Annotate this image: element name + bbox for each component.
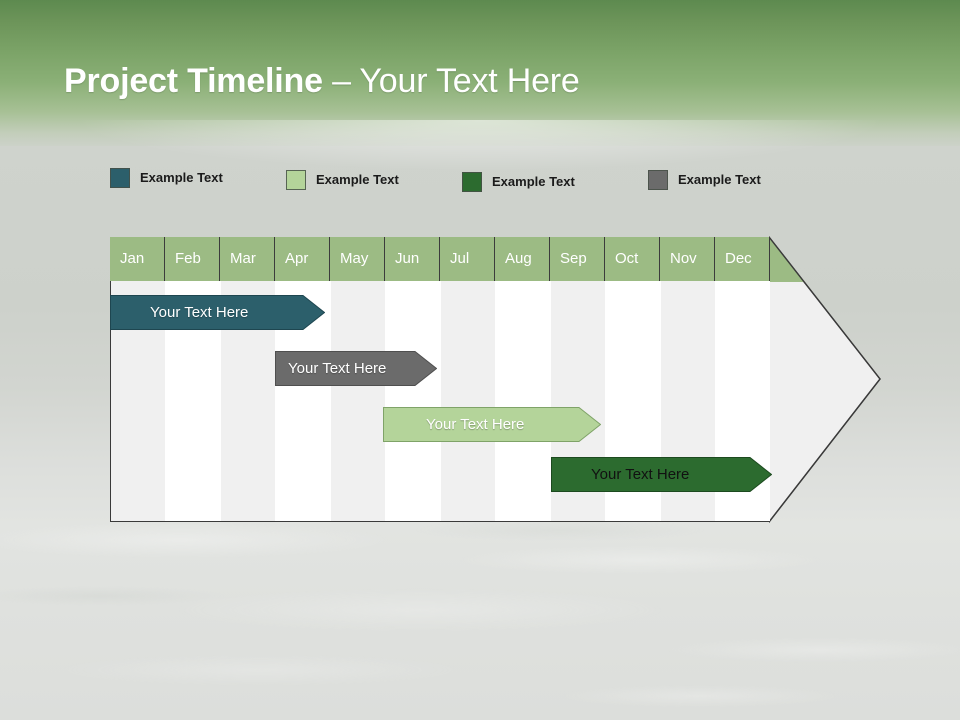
title-light: – Your Text Here [322, 62, 580, 100]
month-header-jun[interactable]: Jun [385, 237, 440, 281]
timeline-arrow-head [768, 234, 884, 525]
timeline-column-jul [441, 238, 496, 521]
month-header-jul[interactable]: Jul [440, 237, 495, 281]
month-header-jan[interactable]: Jan [110, 237, 165, 281]
bar-label: Your Text Here [288, 360, 387, 377]
timeline-bar-2[interactable]: Your Text Here [275, 351, 437, 386]
background-cloud-texture [0, 500, 960, 720]
timeline-column-aug [496, 238, 551, 521]
timeline-column-jan [111, 238, 166, 521]
month-header-mar[interactable]: Mar [220, 237, 275, 281]
month-header-aug[interactable]: Aug [495, 237, 550, 281]
bar-label: Your Text Here [591, 466, 690, 483]
legend-label: Example Text [316, 172, 399, 187]
legend-label: Example Text [140, 170, 223, 185]
month-header-feb[interactable]: Feb [165, 237, 220, 281]
bar-label: Your Text Here [150, 304, 249, 321]
month-header-oct[interactable]: Oct [605, 237, 660, 281]
title-strong: Project Timeline [64, 62, 323, 100]
bar-chevron-shape [275, 351, 437, 386]
legend-swatch-icon [286, 170, 306, 190]
bar-chevron-shape [110, 295, 325, 330]
legend-swatch-icon [110, 168, 130, 188]
month-header-sep[interactable]: Sep [550, 237, 605, 281]
timeline-bar-3[interactable]: Your Text Here [383, 407, 601, 442]
bar-label: Your Text Here [426, 416, 525, 433]
legend-swatch-icon [462, 172, 482, 192]
timeline-column-feb [166, 238, 221, 521]
legend-label: Example Text [678, 172, 761, 187]
timeline-bar-4[interactable]: Your Text Here [551, 457, 772, 492]
month-header-may[interactable]: May [330, 237, 385, 281]
bar-chevron-shape [551, 457, 772, 492]
bar-chevron-shape [383, 407, 601, 442]
month-header-nov[interactable]: Nov [660, 237, 715, 281]
legend-swatch-icon [648, 170, 668, 190]
page-title: Project Timeline – Your Text Here [64, 60, 580, 102]
month-header-dec[interactable]: Dec [715, 237, 770, 281]
timeline-bar-1[interactable]: Your Text Here [110, 295, 325, 330]
month-header-apr[interactable]: Apr [275, 237, 330, 281]
legend: Example Text Example Text Example Text Exam… [0, 0, 960, 192]
legend-label: Example Text [492, 174, 575, 189]
